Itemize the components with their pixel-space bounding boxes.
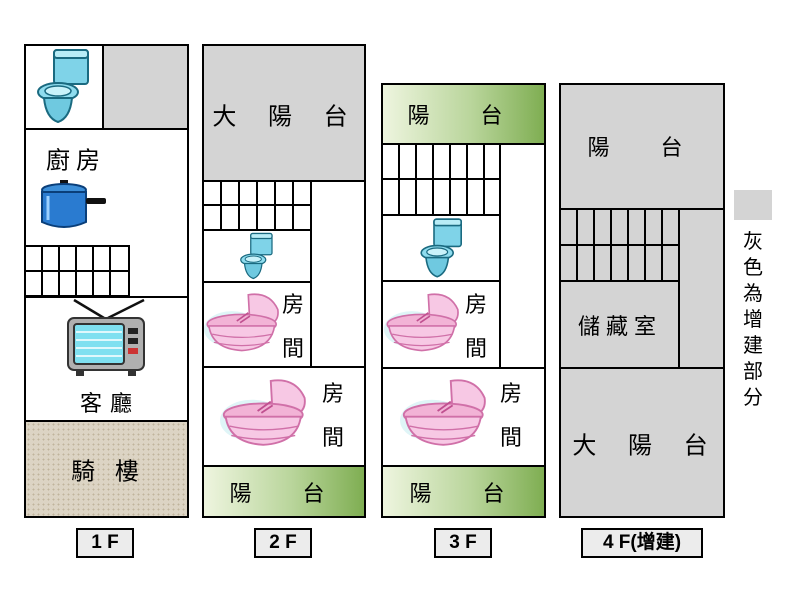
f3-balcony [381, 465, 546, 518]
f4-big-balcony [559, 367, 725, 518]
floor-tag-3f: 3 F [434, 528, 492, 558]
f1-stairs [24, 245, 130, 297]
f4-balcony [559, 83, 725, 210]
f1-arcade-label: 騎 樓 [71, 457, 145, 486]
legend-gray-swatch [734, 190, 772, 220]
f1-living-label: 客廳 [79, 392, 141, 417]
cooking-pot-icon [41, 180, 106, 228]
f1-arcade [24, 420, 189, 518]
f3-bedroom2-label: 房 間 [499, 382, 522, 451]
f2-big-balcony-label: 大 陽 台 [212, 102, 360, 131]
f2-balcony [202, 465, 366, 518]
floor-tag-4f: 4 F(增建) [581, 528, 703, 558]
f2-bedroom2-label: 房 間 [321, 382, 344, 451]
f2-big-balcony [202, 44, 366, 182]
f4-balcony-label: 陽 台 [587, 136, 705, 161]
f2-balcony-label: 陽 台 [229, 482, 347, 507]
f4-storage-label: 儲藏室 [577, 315, 663, 340]
f3-stairs [381, 143, 501, 216]
toilet-icon [37, 49, 89, 124]
baby-bassinet-icon [400, 379, 486, 446]
f1-kitchen-label: 廚房 [46, 146, 106, 175]
floor-tag-1f: 1 F [76, 528, 134, 558]
baby-bassinet-icon [220, 379, 306, 446]
f3-balcony-top-label: 陽 台 [407, 104, 525, 129]
f4-big-balcony-label: 大 陽 台 [572, 431, 720, 460]
f2-stairs [202, 180, 312, 231]
television-icon [67, 298, 145, 376]
f4-stairs [559, 208, 680, 282]
floor-tag-2f: 2 F [254, 528, 312, 558]
legend-text: 灰 色 為 增 建 部 分 [743, 229, 763, 409]
f3-bedroom1-label: 房 間 [464, 293, 487, 362]
toilet-icon [420, 218, 462, 278]
baby-bassinet-icon [384, 293, 459, 352]
f2-bedroom1-label: 房 間 [281, 293, 304, 362]
baby-bassinet-icon [204, 293, 279, 352]
f1-gray-extension [102, 44, 189, 130]
toilet-icon [240, 232, 273, 280]
f3-balcony-label: 陽 台 [409, 482, 527, 507]
